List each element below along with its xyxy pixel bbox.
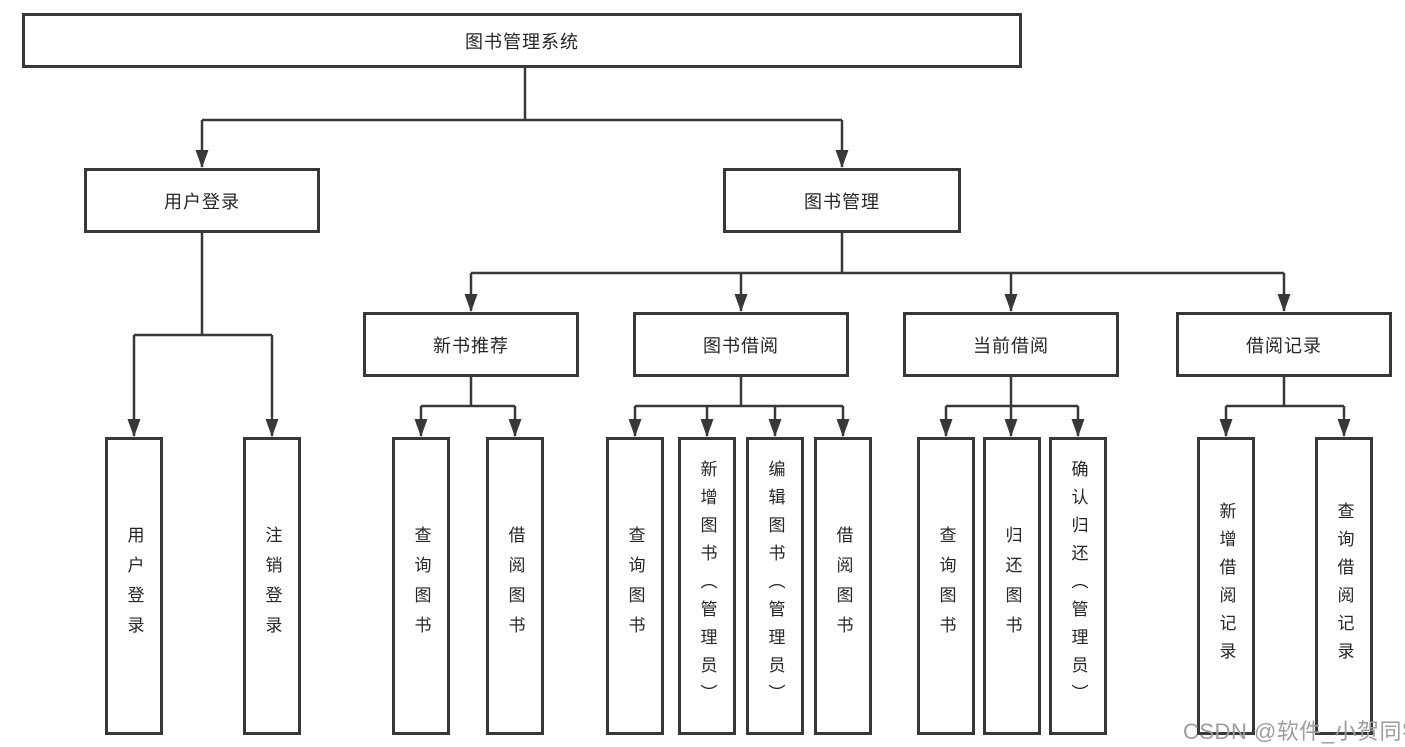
node-new-book-recommendation: 新书推荐	[363, 312, 579, 377]
node-user-login: 用户登录	[84, 168, 320, 233]
node-label: 编辑图书（管理员）	[765, 460, 785, 712]
leaf-query-books: 查询图书	[392, 437, 450, 735]
leaf-logout: 注销登录	[243, 437, 301, 735]
node-label: 用户登录	[124, 526, 144, 646]
node-book-borrowing: 图书借阅	[633, 312, 849, 377]
node-label: 新增借阅记录	[1216, 502, 1236, 670]
node-label: 查询图书	[625, 526, 645, 646]
node-label: 图书管理系统	[465, 31, 579, 52]
node-label: 当前借阅	[973, 335, 1049, 356]
node-label: 查询图书	[411, 526, 431, 646]
leaf-borrow-books: 借阅图书	[486, 437, 544, 735]
csdn-watermark: CSDN @软件_小贺同学	[1183, 719, 1405, 744]
node-label: 查询借阅记录	[1334, 502, 1354, 670]
leaf-return-books: 归还图书	[983, 437, 1041, 735]
leaf-borrow-books: 借阅图书	[814, 437, 872, 735]
node-library-management-system: 图书管理系统	[22, 13, 1022, 68]
node-label: 确认归还（管理员）	[1068, 460, 1088, 712]
leaf-confirm-return-admin: 确认归还（管理员）	[1049, 437, 1107, 735]
node-label: 图书管理	[804, 191, 880, 212]
node-current-borrowing: 当前借阅	[903, 312, 1119, 377]
node-label: 图书借阅	[703, 335, 779, 356]
node-label: 归还图书	[1002, 526, 1022, 646]
leaf-query-books: 查询图书	[917, 437, 975, 735]
leaf-query-books: 查询图书	[606, 437, 664, 735]
node-label: 查询图书	[936, 526, 956, 646]
node-label: 新书推荐	[433, 335, 509, 356]
node-label: 借阅图书	[833, 526, 853, 646]
node-book-management: 图书管理	[723, 168, 961, 233]
leaf-user-login: 用户登录	[105, 437, 163, 735]
leaf-query-borrow-record: 查询借阅记录	[1315, 437, 1373, 735]
node-label: 借阅图书	[505, 526, 525, 646]
leaf-add-books-admin: 新增图书（管理员）	[678, 437, 736, 735]
node-borrowing-records: 借阅记录	[1176, 312, 1392, 377]
node-label: 新增图书（管理员）	[697, 460, 717, 712]
leaf-add-borrow-record: 新增借阅记录	[1197, 437, 1255, 735]
node-label: 注销登录	[262, 526, 282, 646]
node-label: 借阅记录	[1246, 335, 1322, 356]
leaf-edit-books-admin: 编辑图书（管理员）	[746, 437, 804, 735]
node-label: 用户登录	[164, 191, 240, 212]
